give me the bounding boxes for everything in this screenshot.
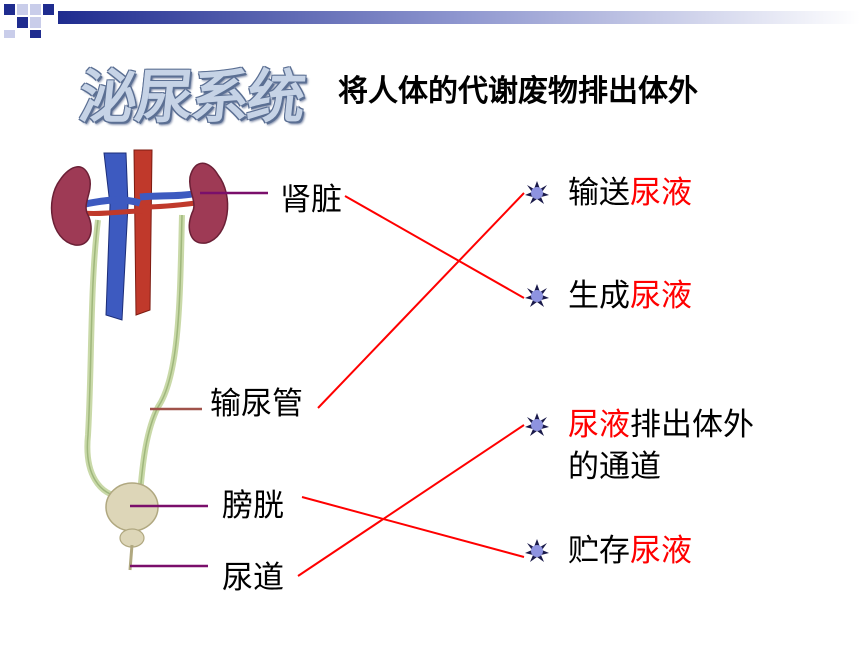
organ-label-urethra: 尿道: [222, 560, 284, 596]
match-line-bladder-store: [301, 496, 525, 558]
function-label-produce: 生成尿液: [568, 278, 692, 314]
starburst-bullet-icon: [525, 413, 549, 436]
page-subtitle: 将人体的代谢废物排出体外: [338, 74, 698, 109]
match-line-ureter-transport: [317, 192, 525, 409]
function-label-store: 贮存尿液: [568, 533, 692, 569]
function-label-transport: 输送尿液: [568, 175, 692, 211]
top-decorative-bar: [4, 4, 860, 38]
function-label-expel: 尿液排出体外 的通道: [568, 407, 754, 485]
organ-label-kidney: 肾脏: [280, 182, 342, 218]
starburst-bullet-icon: [525, 539, 549, 562]
organ-label-bladder: 膀胱: [222, 488, 284, 524]
match-line-urethra-expel: [297, 424, 525, 577]
starburst-bullet-icon: [525, 284, 549, 307]
match-line-kidney-produce: [344, 195, 525, 299]
organ-label-ureter: 输尿管: [210, 386, 303, 422]
starburst-bullet-icon: [525, 181, 549, 204]
